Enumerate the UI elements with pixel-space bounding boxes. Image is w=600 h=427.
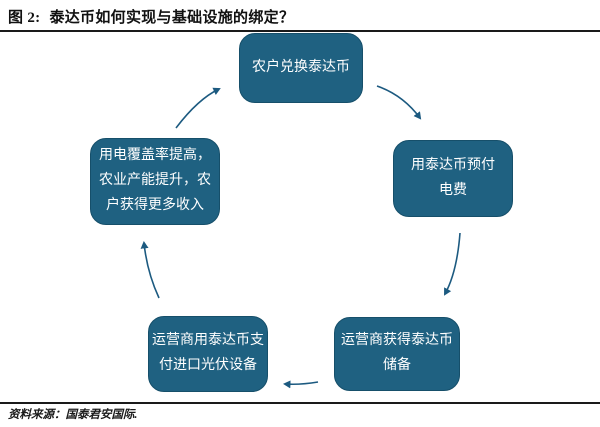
source-name: 国泰君安国际. bbox=[65, 409, 138, 421]
arrow-bottom-left-to-left bbox=[140, 241, 160, 299]
arrow-bottom-right-to-bottom-left bbox=[283, 380, 319, 389]
flow-node-prepay-electricity: 用泰达币预付电费 bbox=[393, 140, 513, 217]
figure-number-label: 图 2: bbox=[8, 10, 41, 26]
source-label: 资料来源： bbox=[8, 409, 66, 421]
flow-node-farmer-exchange-usdt: 农户兑换泰达币 bbox=[239, 33, 363, 103]
flow-node-operator-usdt-reserve: 运营商获得泰达币储备 bbox=[334, 317, 460, 391]
footer-divider bbox=[0, 402, 600, 404]
title-divider bbox=[0, 30, 600, 32]
source-note: 资料来源：国泰君安国际. bbox=[8, 406, 137, 422]
arrow-left-to-top bbox=[175, 87, 221, 129]
arrow-right-to-bottom-right bbox=[444, 232, 461, 296]
figure-title: 图 2: 泰达币如何实现与基础设施的绑定？ bbox=[8, 6, 294, 27]
flow-node-pay-imported-pv: 运营商用泰达币支付进口光伏设备 bbox=[148, 316, 268, 392]
arrow-top-to-right bbox=[376, 85, 422, 120]
figure-title-text: 泰达币如何实现与基础设施的绑定？ bbox=[49, 10, 295, 26]
flow-node-coverage-income-rise: 用电覆盖率提高，农业产能提升，农户获得更多收入 bbox=[90, 138, 220, 225]
